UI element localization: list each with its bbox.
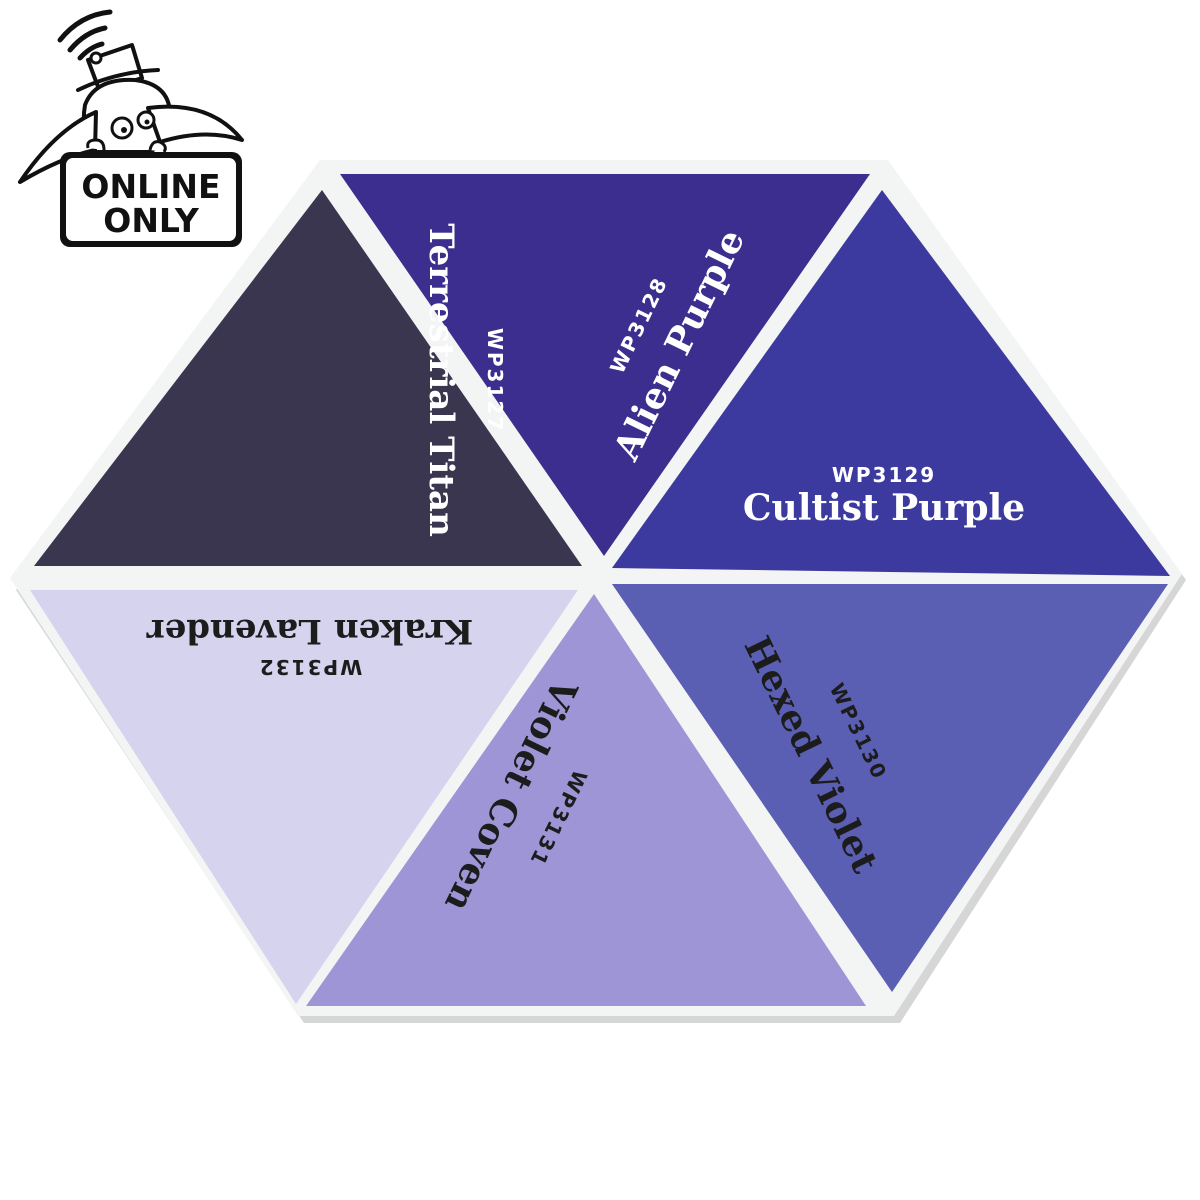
swatch-alien-purple	[340, 174, 870, 556]
mascot-peeking-over-sign-icon	[18, 9, 244, 184]
online-only-badge: ONLINE ONLY	[18, 9, 244, 247]
swatch-hexed-violet	[612, 584, 1168, 992]
swatch-name: Terrestrial Titan	[421, 223, 461, 537]
swatch-label-terrestrial-titan: WP3127 Terrestrial Titan	[421, 223, 507, 537]
swatch-cultist-purple	[612, 190, 1170, 576]
swatch-code: WP3127	[483, 328, 507, 432]
swatch-name: Kraken Lavender	[146, 611, 474, 651]
online-only-line-1: ONLINE	[81, 167, 220, 206]
swatch-terrestrial-titan	[34, 190, 582, 566]
swatch-label-kraken-lavender: WP3132 Kraken Lavender	[146, 611, 474, 679]
swatch-kraken-lavender	[30, 590, 578, 1004]
online-only-line-2: ONLY	[103, 201, 200, 240]
swatch-name: Cultist Purple	[743, 487, 1025, 529]
swatch-code: WP3132	[258, 655, 362, 679]
swatch-violet-coven	[306, 594, 866, 1006]
swatch-code: WP3129	[832, 463, 936, 487]
